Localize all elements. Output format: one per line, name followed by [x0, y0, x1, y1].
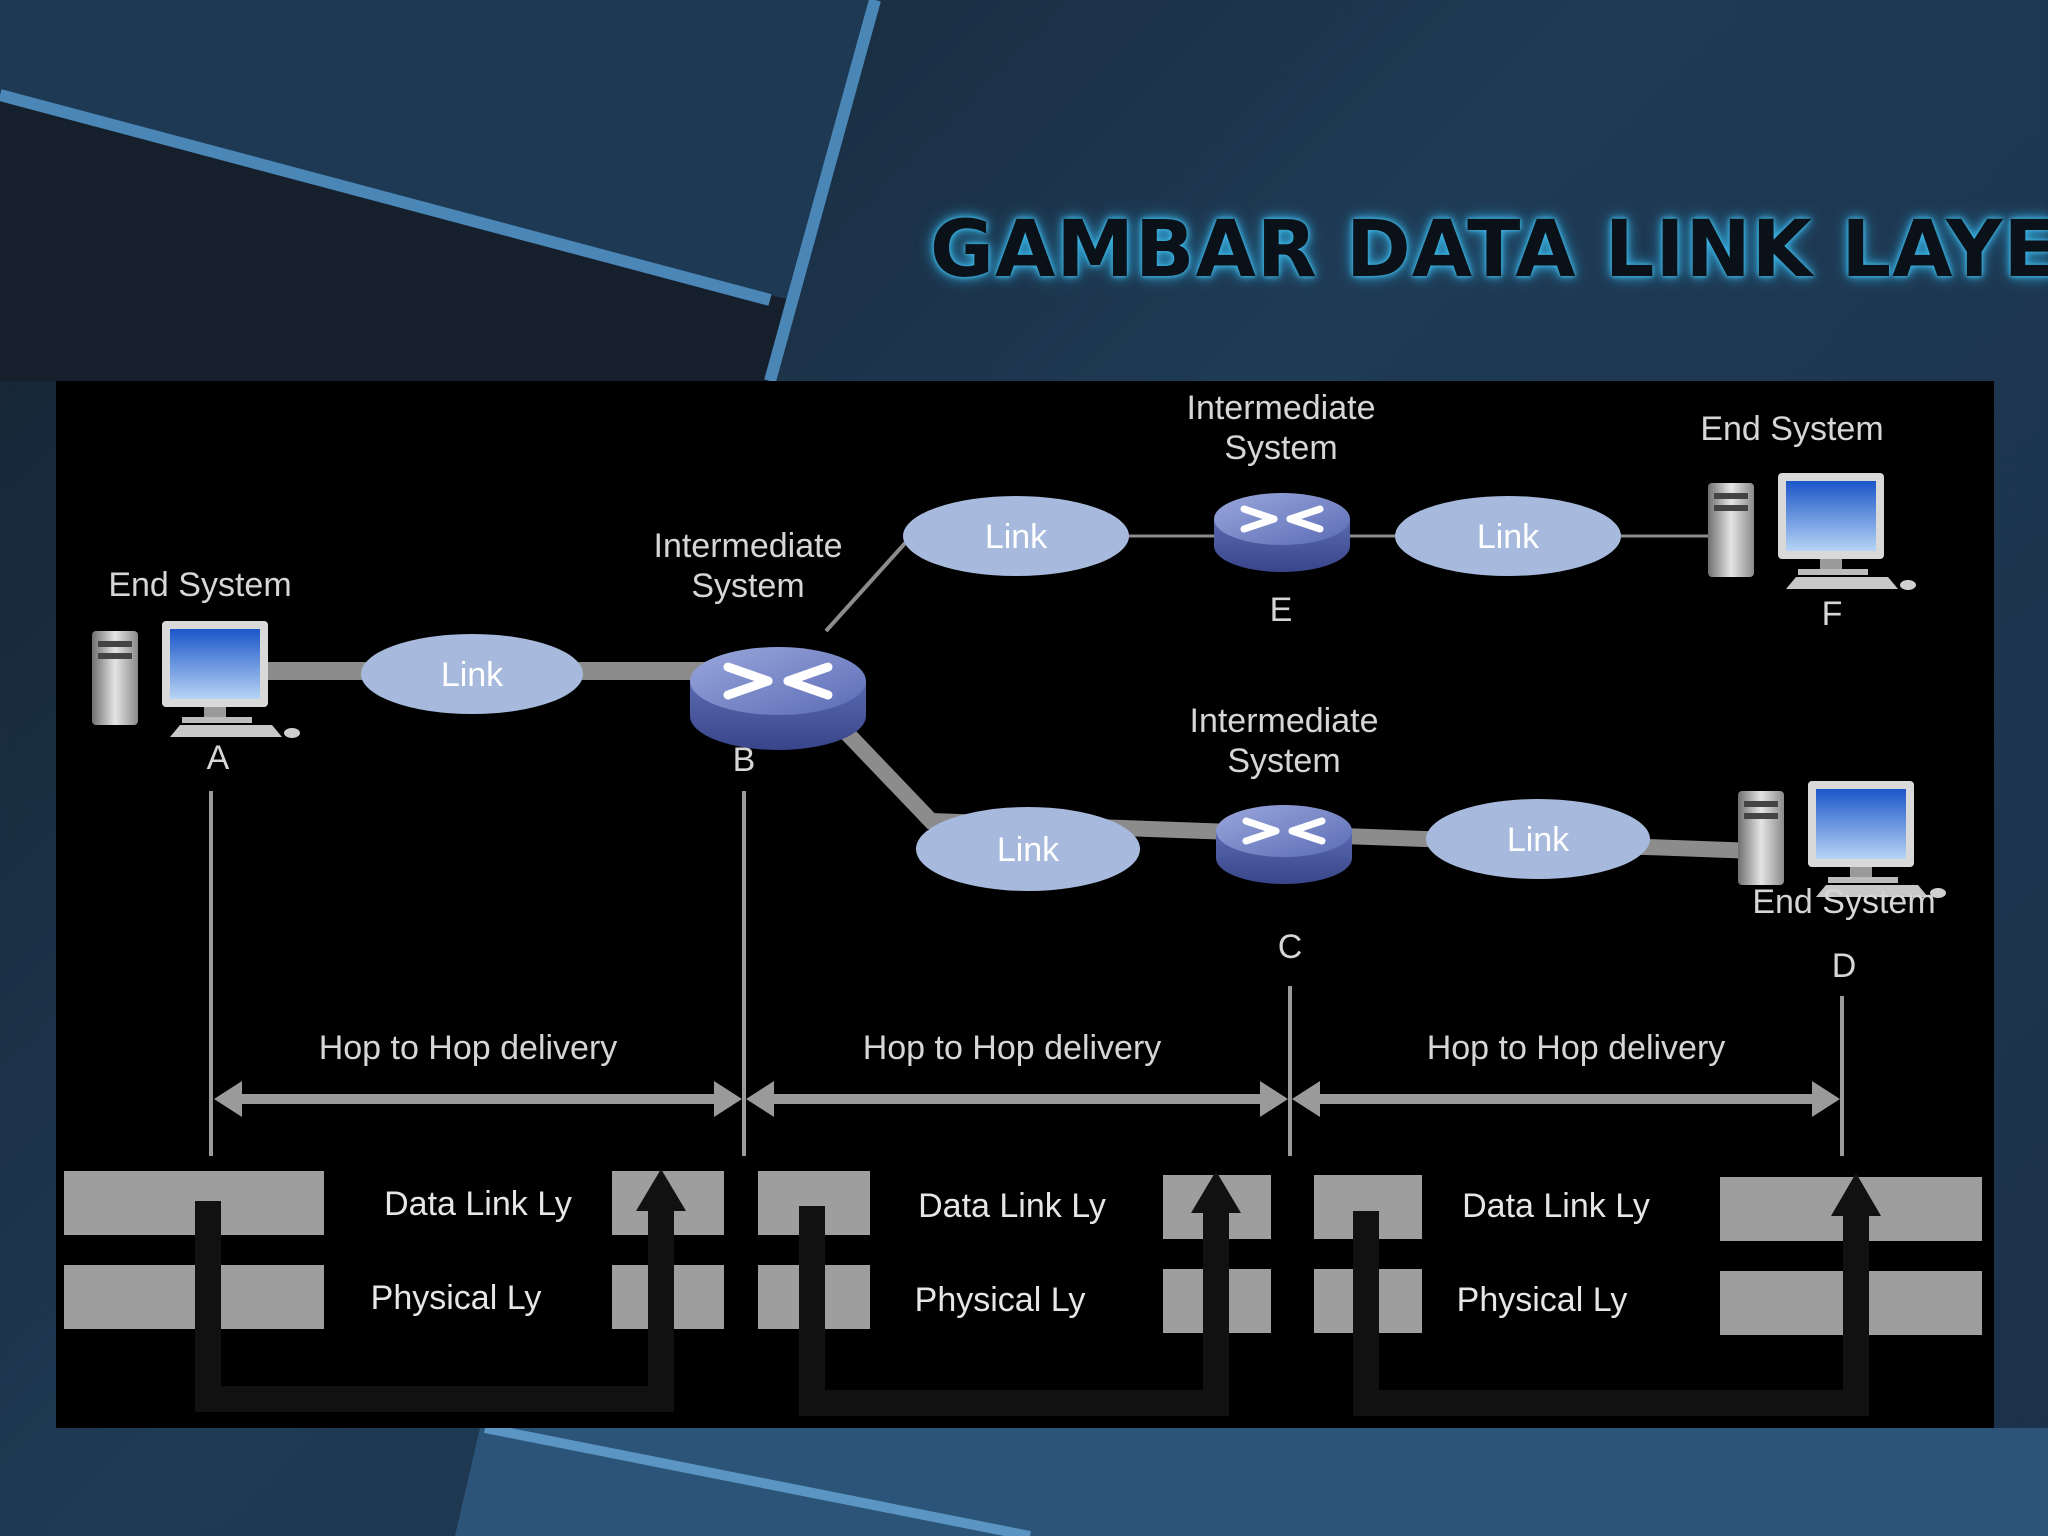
- data-link-layer-label: Data Link Ly: [1462, 1187, 1650, 1225]
- vertical-guides: [209, 791, 1844, 1156]
- network-diagram: Link Link Link Link Link: [64, 389, 1982, 1416]
- node-d-role: End System: [1752, 883, 1935, 921]
- link-label: Link: [1477, 518, 1540, 556]
- flow-path-3: [1353, 1211, 1869, 1416]
- router-b-icon: [690, 647, 866, 750]
- flow-paths: [195, 1201, 1869, 1416]
- link-label: Link: [441, 656, 504, 694]
- computer-a-icon: [92, 621, 300, 738]
- node-c-role-line1: Intermediate: [1190, 702, 1379, 740]
- node-a-role: End System: [108, 566, 291, 604]
- layer-block: [64, 1265, 324, 1329]
- diagram-panel: Link Link Link Link Link: [56, 381, 1994, 1428]
- flow-path-1: [195, 1201, 674, 1412]
- hop-label: Hop to Hop delivery: [1427, 1029, 1726, 1067]
- physical-layer-label: Physical Ly: [915, 1281, 1086, 1319]
- link-b-e: Link: [903, 496, 1129, 576]
- link-b-c: Link: [916, 807, 1140, 891]
- bg-panel-top: [0, 0, 880, 300]
- link-label: Link: [997, 831, 1060, 869]
- router-e-icon: [1214, 493, 1350, 572]
- computer-f-icon: [1708, 473, 1916, 590]
- link-label: Link: [1507, 821, 1570, 859]
- node-f-role: End System: [1700, 410, 1883, 448]
- link-c-d: Link: [1426, 799, 1650, 879]
- slide-title: Gambar Data Link Layer: [930, 205, 2048, 295]
- bg-panel-left: [0, 95, 790, 381]
- node-b-role-line1: Intermediate: [654, 527, 843, 565]
- hop-arrow-1: Hop to Hop delivery: [214, 1029, 742, 1117]
- bg-stripe-1: [0, 89, 772, 306]
- layer-block-fill: [64, 1171, 324, 1193]
- node-d-letter: D: [1832, 947, 1857, 985]
- link-a-b: Link: [361, 634, 583, 714]
- node-e-role-line1: Intermediate: [1187, 389, 1376, 427]
- computer-d-icon: [1738, 781, 1946, 898]
- physical-layer-label: Physical Ly: [371, 1279, 542, 1317]
- node-c-role-line2: System: [1227, 742, 1340, 780]
- layer-block-fill-part: [64, 1171, 195, 1193]
- bg-panel-bottom: [455, 1428, 2048, 1536]
- bg-stripe-3: [484, 1423, 1031, 1536]
- hop-label: Hop to Hop delivery: [863, 1029, 1162, 1067]
- node-e-role-line2: System: [1224, 429, 1337, 467]
- link-e-f: Link: [1395, 496, 1621, 576]
- node-b-letter: B: [733, 741, 756, 779]
- node-b-role-line2: System: [691, 567, 804, 605]
- node-e-letter: E: [1270, 591, 1293, 629]
- node-c-letter: C: [1278, 928, 1303, 966]
- arrowhead-1: [636, 1169, 686, 1211]
- router-c-icon: [1216, 805, 1352, 884]
- node-a-letter: A: [207, 739, 230, 777]
- hop-label: Hop to Hop delivery: [319, 1029, 618, 1067]
- physical-layer-label: Physical Ly: [1457, 1281, 1628, 1319]
- line-b-top: [824, 529, 918, 633]
- hop-arrow-2: Hop to Hop delivery: [746, 1029, 1288, 1117]
- arrowhead-2: [1191, 1171, 1241, 1213]
- bg-stripe-2: [764, 0, 881, 383]
- layer-block-fill-part: [221, 1171, 324, 1193]
- flow-path-2: [799, 1206, 1229, 1416]
- data-link-layer-label: Data Link Ly: [918, 1187, 1106, 1225]
- data-link-layer-label: Data Link Ly: [384, 1185, 572, 1223]
- hop-arrow-3: Hop to Hop delivery: [1292, 1029, 1840, 1117]
- arrowhead-3: [1831, 1173, 1881, 1216]
- node-f-letter: F: [1822, 595, 1843, 633]
- link-label: Link: [985, 518, 1048, 556]
- flow-arrowheads: [636, 1169, 1881, 1216]
